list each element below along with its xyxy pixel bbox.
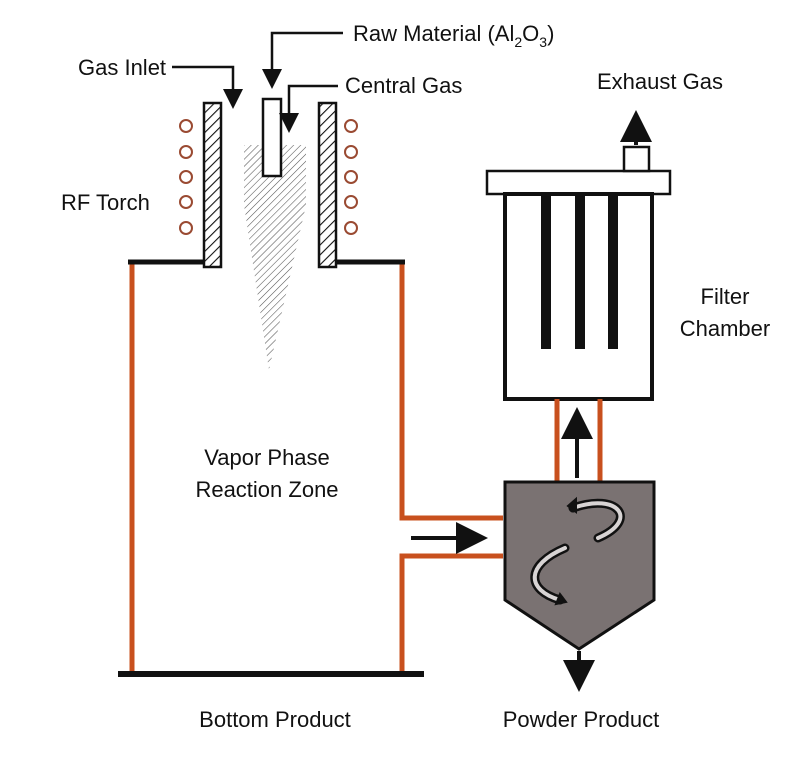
reactor-right-wall — [399, 262, 503, 674]
raw-material-arrow — [262, 31, 343, 89]
bottom-product-label: Bottom Product — [199, 707, 351, 732]
raw-material-label: Raw Material (Al2O3) — [353, 21, 554, 50]
filter-lid — [485, 169, 672, 196]
exhaust-port — [622, 145, 651, 173]
filter-chamber-label-line2: Chamber — [680, 316, 770, 341]
filter-chamber — [485, 145, 672, 401]
filter-element-2 — [575, 194, 585, 349]
riser-duct — [554, 399, 603, 482]
rf-torch-label: RF Torch — [61, 190, 150, 215]
torch-wall-right — [317, 101, 338, 269]
reactor-vessel — [118, 259, 503, 677]
rf-coil-right — [344, 119, 358, 235]
reaction-zone-label-line2: Reaction Zone — [195, 477, 338, 502]
reaction-zone-label-line1: Vapor Phase — [204, 445, 330, 470]
gas-inlet-arrow — [172, 65, 243, 109]
gas-inlet-label: Gas Inlet — [78, 55, 166, 80]
rf-torch — [179, 97, 358, 370]
plasma-plume — [244, 145, 306, 370]
central-feed-tube — [261, 97, 283, 178]
powder-product-label: Powder Product — [503, 707, 660, 732]
torch-wall-left — [202, 101, 223, 269]
filter-element-1 — [541, 194, 551, 349]
central-gas-label: Central Gas — [345, 73, 462, 98]
central-gas-arrow — [279, 84, 338, 133]
filter-chamber-label-line1: Filter — [701, 284, 750, 309]
filter-element-3 — [608, 194, 618, 349]
swirl-arrows — [530, 496, 625, 606]
rf-coil-left — [179, 119, 193, 235]
exhaust-gas-label: Exhaust Gas — [597, 69, 723, 94]
